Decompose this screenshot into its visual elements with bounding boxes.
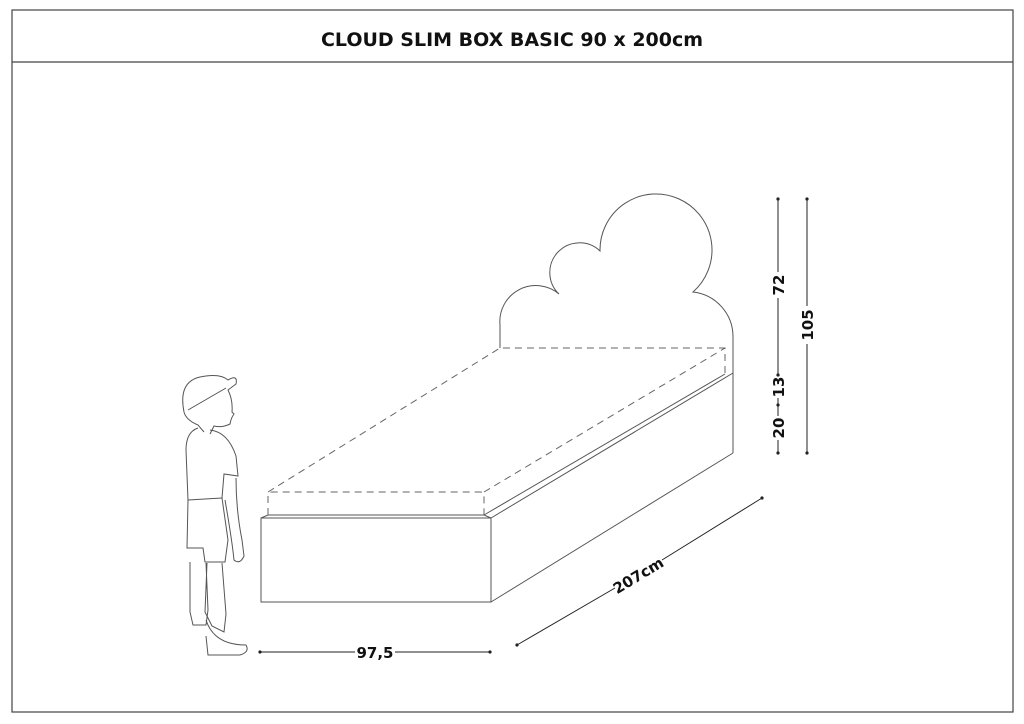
child-figure xyxy=(182,375,248,656)
drawing-title: CLOUD SLIM BOX BASIC 90 x 200cm xyxy=(321,29,703,51)
dim-base-label: 20 xyxy=(770,418,788,439)
width-dimension: 97,5 xyxy=(258,644,492,662)
mattress-outline xyxy=(267,347,726,515)
dim-width-label: 97,5 xyxy=(356,644,393,662)
bed-base-front xyxy=(260,517,492,603)
headboard-cloud xyxy=(499,193,734,453)
bed xyxy=(260,193,734,603)
length-dimension: 207cm xyxy=(515,496,764,647)
dim-headboard-label: 72 xyxy=(770,275,788,296)
dim-total-height-label: 105 xyxy=(799,309,817,340)
bed-base-side xyxy=(260,372,734,603)
dim-length-label: 207cm xyxy=(610,554,667,598)
dim-mattress-label: 13 xyxy=(770,377,788,398)
height-dimensions: 72 13 20 105 xyxy=(770,197,817,455)
outer-frame xyxy=(11,9,1014,713)
